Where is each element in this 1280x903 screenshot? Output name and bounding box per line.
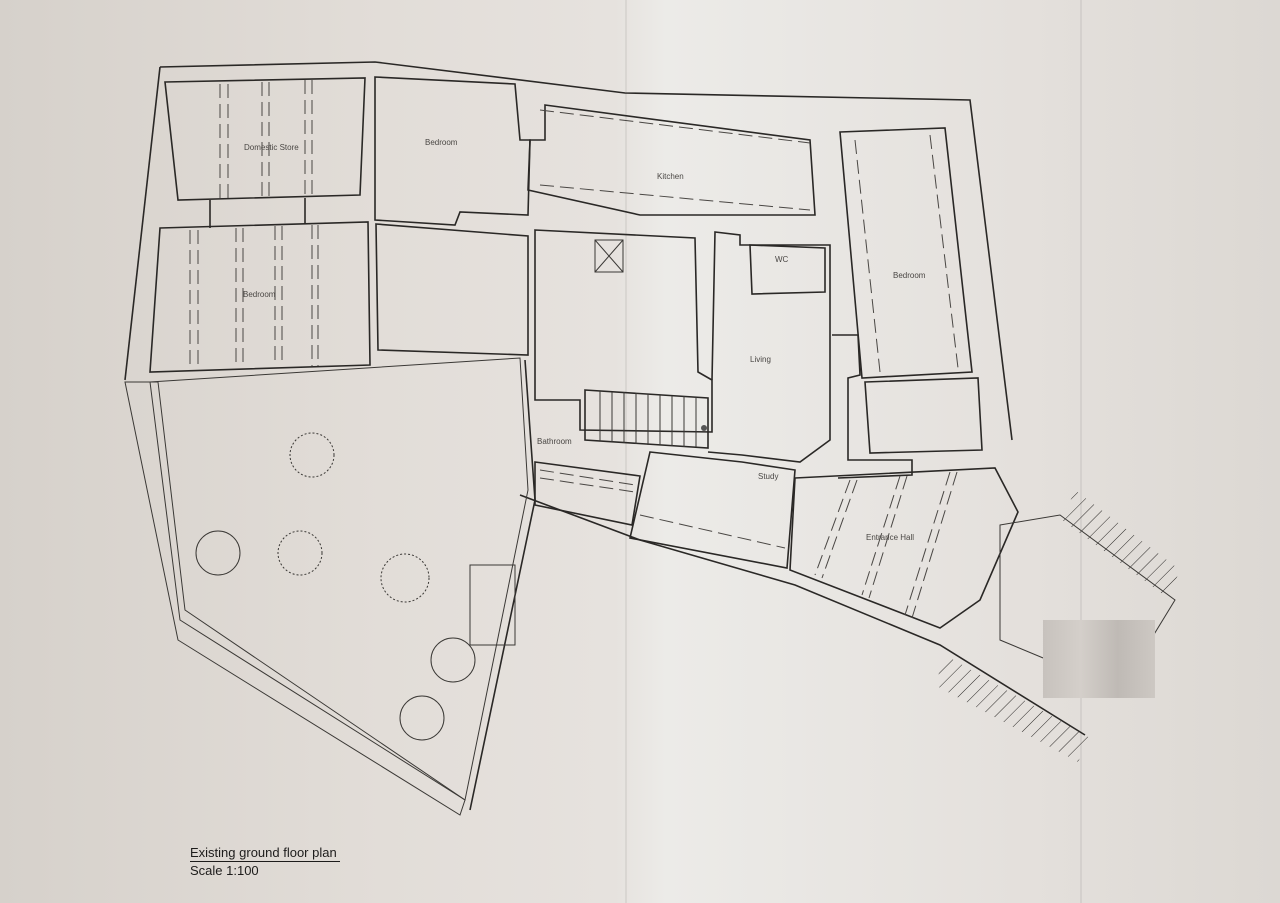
garden-trees <box>195 432 476 741</box>
room-bedroom-right <box>839 127 973 379</box>
tree <box>399 695 445 741</box>
room-entrance-hall <box>789 467 1019 629</box>
stone-path <box>124 381 466 816</box>
room-living <box>707 231 831 463</box>
room-kitchen <box>527 104 816 216</box>
tree <box>289 432 335 478</box>
plan-scale: Scale 1:100 <box>190 863 259 878</box>
label-domestic-store: Domestic Store <box>244 143 299 152</box>
stair-newel <box>701 425 707 431</box>
plan-caption: Existing ground floor plan Scale 1:100 <box>190 845 340 878</box>
plan-title: Existing ground floor plan <box>190 845 340 862</box>
paper-fold <box>625 0 627 903</box>
label-entrance-hall: Entrance Hall <box>866 533 914 542</box>
garden-planter <box>469 564 516 646</box>
exterior-steps <box>935 655 1090 762</box>
garden <box>149 357 529 801</box>
room-wc <box>749 244 826 295</box>
label-bedroom-right: Bedroom <box>893 271 926 280</box>
tree <box>430 637 476 683</box>
label-bedroom-top: Bedroom <box>425 138 458 147</box>
tiled-hall <box>534 229 713 433</box>
paper-fold <box>1080 0 1082 903</box>
room-bedroom-left <box>149 221 371 373</box>
outer-boundary <box>159 61 1013 441</box>
room-domestic-store <box>164 77 366 201</box>
tree <box>195 530 241 576</box>
exterior-steps <box>1062 490 1180 598</box>
label-bathroom: Bathroom <box>537 437 572 446</box>
redacted-area <box>1043 620 1155 698</box>
tree <box>277 530 323 576</box>
label-wc: WC <box>775 255 789 264</box>
tiled-courtyard <box>375 223 529 356</box>
stair-treads <box>599 391 697 447</box>
lift-shaft <box>594 239 624 273</box>
room-bedroom-top <box>374 76 531 226</box>
label-bedroom-left: Bedroom <box>243 290 276 299</box>
room-study <box>629 451 796 569</box>
staircase <box>584 389 709 449</box>
label-kitchen: Kitchen <box>657 172 684 181</box>
label-study: Study <box>758 472 778 481</box>
room-small-right <box>864 377 983 454</box>
label-living: Living <box>750 355 771 364</box>
tree <box>380 553 430 603</box>
